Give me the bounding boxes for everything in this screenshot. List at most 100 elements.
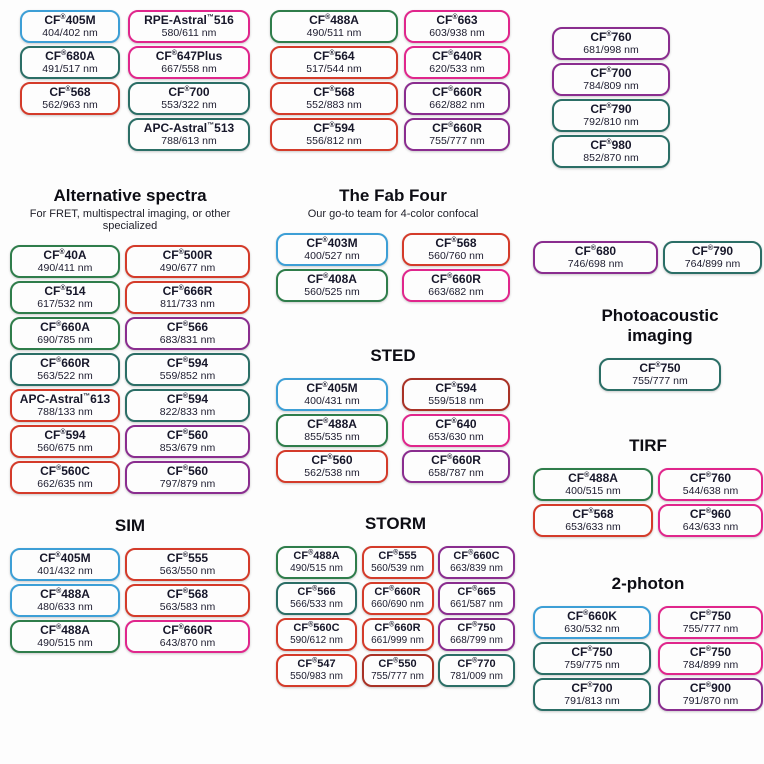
dye-ex-em-range: 603/938 nm <box>429 27 485 40</box>
alternative-spectra-subtitle: For FRET, multispectral imaging, or othe… <box>29 208 231 233</box>
dye-ex-em-range: 566/533 nm <box>290 599 343 611</box>
dye-ex-em-range: 480/633 nm <box>37 601 93 614</box>
dye-ex-em-range: 746/698 nm <box>567 258 624 271</box>
dye-ex-em-range: 663/839 nm <box>450 563 503 575</box>
dye-ex-em-range: 791/813 nm <box>564 695 620 708</box>
dye-name: CF®500R <box>162 247 213 262</box>
dye-ex-em-range: 560/525 nm <box>304 286 360 299</box>
dye-ex-em-range: 690/785 nm <box>37 334 93 347</box>
dye-ex-em-range: 822/833 nm <box>159 406 216 419</box>
dye-ex-em-range: 550/983 nm <box>290 671 343 683</box>
storm-title: STORM <box>364 514 427 533</box>
dye-name: CF®568 <box>435 235 477 250</box>
dye-ex-em-range: 681/998 nm <box>583 44 639 57</box>
dye-name: CF®660A <box>40 319 90 334</box>
dye-name: CF®660R <box>374 621 421 635</box>
photoacoustic-imaging-title: Photoacoustic imaging <box>601 306 719 346</box>
dye-name: CF®547 <box>297 657 336 671</box>
dye-name: CF®566 <box>297 585 336 599</box>
sim-title: SIM <box>114 516 146 535</box>
dye-name: CF®980 <box>590 137 632 152</box>
dye-name: CF®40A <box>43 247 87 262</box>
dye-name: CF®700 <box>590 65 632 80</box>
dye-ex-em-range: 755/777 nm <box>371 671 424 683</box>
dye-name: CF®488A <box>293 549 340 563</box>
dye-name: CF®560C <box>293 621 340 635</box>
dye-ex-em-range: 797/879 nm <box>159 478 216 491</box>
dye-name: CF®488A <box>309 12 359 27</box>
dye-ex-em-range: 552/883 nm <box>306 99 362 112</box>
dye-ex-em-range: 617/532 nm <box>37 298 93 311</box>
dye-name: CF®560 <box>311 452 353 467</box>
dye-ex-em-range: 559/518 nm <box>428 395 484 408</box>
dye-ex-em-range: 661/587 nm <box>450 599 503 611</box>
dye-name: CF®750 <box>571 644 613 659</box>
dye-ex-em-range: 755/777 nm <box>682 623 739 636</box>
dye-name: CF®660R <box>431 271 481 286</box>
dye-name: CF®405M <box>44 12 96 27</box>
dye-ex-em-range: 658/787 nm <box>428 467 484 480</box>
dye-ex-em-range: 855/535 nm <box>304 431 360 444</box>
alternative-spectra-title: Alternative spectra <box>53 186 207 205</box>
dye-ex-em-range: 563/583 nm <box>159 601 216 614</box>
dye-ex-em-range: 792/810 nm <box>583 116 639 129</box>
dye-name: CF®660K <box>567 608 617 623</box>
dye-ex-em-range: 590/612 nm <box>290 635 343 647</box>
dye-name: CF®488A <box>40 586 90 601</box>
dye-name: CF®555 <box>166 550 209 565</box>
tirf-title: TIRF <box>629 436 667 455</box>
dye-name: CF®660R <box>374 585 421 599</box>
dye-ex-em-range: 791/870 nm <box>682 695 739 708</box>
dye-name: CF®594 <box>166 391 209 406</box>
dye-ex-em-range: 560/760 nm <box>428 250 484 263</box>
dye-name: CF®594 <box>166 355 209 370</box>
dye-name: CF®750 <box>689 644 732 659</box>
dye-ex-em-range: 562/538 nm <box>304 467 360 480</box>
